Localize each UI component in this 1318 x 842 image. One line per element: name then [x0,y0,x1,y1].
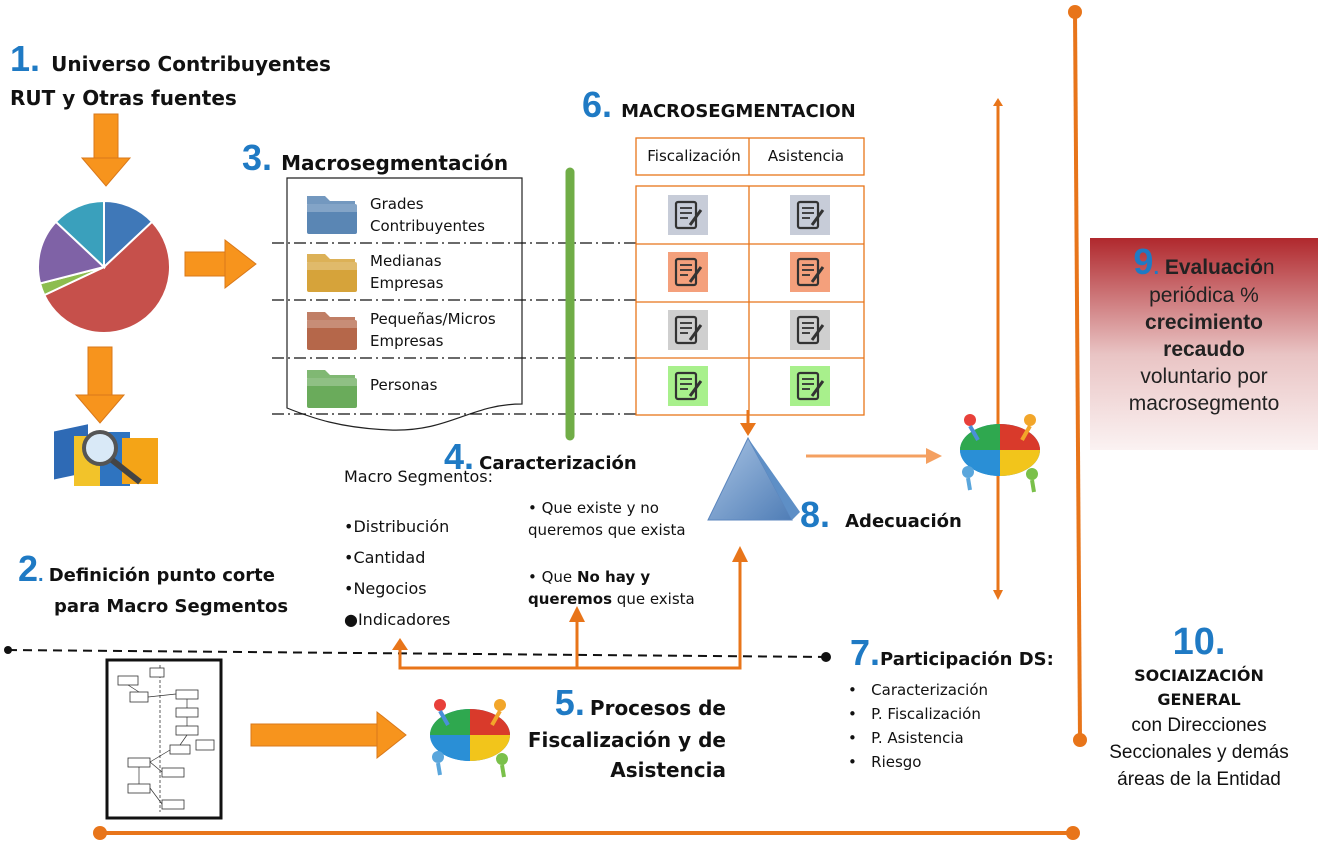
form-icons [668,195,830,406]
segmentation-document [286,177,523,431]
step-8-title: 8. Adecuación [800,494,962,536]
arrow-right-2-icon [250,710,407,760]
form-icon [790,366,830,406]
books-magnifier-icon [54,424,158,486]
step-3-label: Macrosegmentación [281,151,509,175]
list-item: • Riesgo [848,753,922,771]
step-1-line2: RUT y Otras fuentes [10,86,237,110]
step-1-number: 1. [10,38,41,79]
step-7-number: 7. [850,632,881,673]
form-icon [668,252,708,292]
folder-icon [307,254,357,292]
macro-segmentos-label: Macro Segmentos: [344,467,494,486]
list-item: • Caracterización [848,681,989,699]
form-icon [790,310,830,350]
step-4-title: 4. Caracterización [444,436,637,478]
caracterizacion-bullet-1: • Que existe y no queremos que exista [528,499,686,539]
pyramid-icon [707,436,800,521]
step-5-number: 5. [554,682,585,723]
caracterizacion-bullet-2: • Que No hay y queremos que exista [528,568,695,608]
table-header-fiscalizacion: Fiscalización [647,147,741,165]
folder-icons [307,196,357,408]
step-1-line1: Universo Contribuyentes [51,52,331,76]
folder-icon [307,196,357,234]
step-3-number: 3. [242,137,273,178]
step-6-label: MACROSEGMENTACION [621,101,856,122]
arrow-down-2-icon [74,346,126,424]
list-item: •Negocios [344,579,427,598]
form-icon [790,195,830,235]
macro-segmentos-list: •Distribución •Cantidad •Negocios ●Indic… [344,511,450,635]
pie-slice [54,199,106,270]
step-4-number: 4. [444,436,475,477]
step-6-number: 6. [582,84,613,125]
form-icon [790,252,830,292]
step-7-title: 7.Participación DS: [850,632,1054,674]
macrosegment-table [635,137,865,416]
puzzle-team-icon [430,699,510,778]
step-2-number: 2 [18,548,39,589]
step-2-line2: para Macro Segmentos [54,596,289,617]
form-icon [668,195,708,235]
arrow-right-1-icon [184,238,257,290]
bottom-right-dot [1066,826,1080,840]
list-item: •Cantidad [344,548,426,567]
top-dot [1068,5,1082,19]
step-7-label: Participación DS: [880,649,1054,670]
step-8-number: 8. [800,494,831,535]
step-9-text: 9. Evaluación periódica % crecimiento re… [1128,241,1280,416]
form-icon [668,310,708,350]
step-10-number: 10. [1172,621,1226,663]
step-2-line1: Definición punto corte [48,565,275,586]
right-vertical-line [1073,11,1082,741]
list-item: • P. Fiscalización [848,705,981,723]
list-item: • P. Asistencia [848,729,964,747]
step-2-title: 2. Definición punto corte [18,548,275,589]
flow-arrows [392,98,1003,670]
step-3-title: 3. Macrosegmentación [242,137,508,179]
step-6-title: 6. MACROSEGMENTACION [582,84,856,126]
form-icon [668,366,708,406]
bottom-left-dot [93,826,107,840]
step-10-text: 10. SOCIAIZACIÓN GENERAL con Direcciones… [1080,620,1318,793]
dashed-line [7,649,827,658]
list-item: ●Indicadores [344,610,451,629]
pie-chart-icon [37,199,171,334]
list-item: •Distribución [344,517,450,536]
segment-label-4: Personas [370,376,438,394]
flowchart-document-icon [105,658,223,820]
step-5-title: 5. Procesos de Fiscalización y de Asiste… [527,682,726,783]
arrow-down-1-icon [80,113,132,187]
evaluation-box [1090,238,1318,450]
folder-icon [307,312,357,350]
step-8-label: Adecuación [845,511,962,532]
table-header-asistencia: Asistencia [767,147,845,165]
step-4-label: Caracterización [479,453,637,474]
folder-icon [307,370,357,408]
puzzle-team-icon [960,414,1040,493]
right-dot [1073,733,1087,747]
pie-slice [37,220,107,285]
step-1-title: 1. Universo Contribuyentes [10,38,331,80]
participacion-list: • Caracterización • P. Fiscalización • P… [848,678,988,774]
step-9-number: 9 [1133,241,1154,282]
pie-slice [42,220,171,334]
